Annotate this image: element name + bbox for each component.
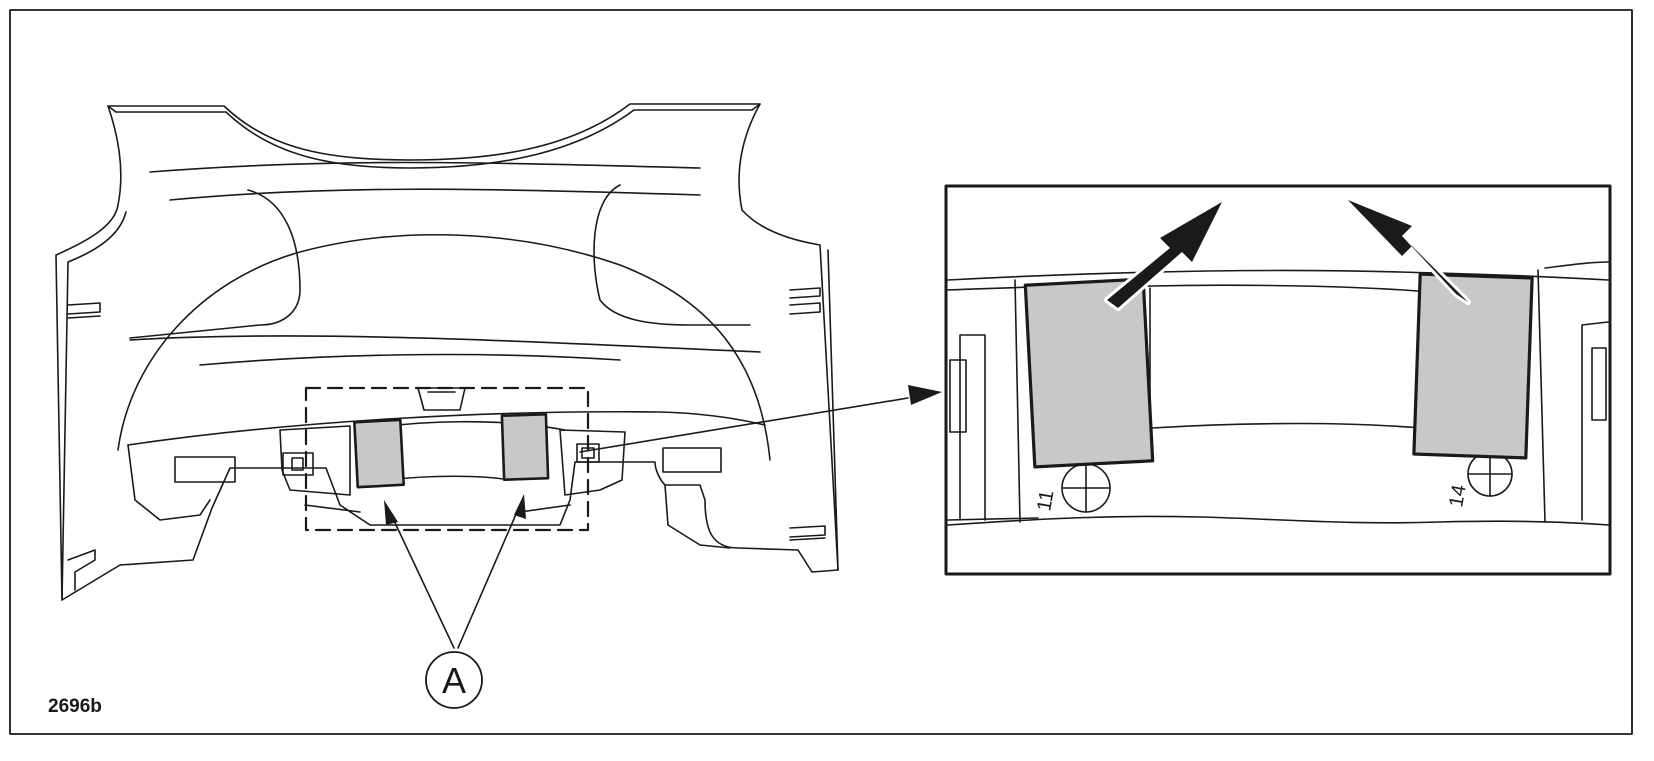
leader-arrowhead-right <box>514 494 526 519</box>
callout-label: A <box>442 660 466 701</box>
indicator-arrow-left <box>1104 199 1225 311</box>
detail-region-marker <box>304 386 590 532</box>
highlight-pad-right <box>500 412 550 482</box>
figure-reference: 2696b <box>48 696 102 717</box>
main-part-outline <box>55 103 839 601</box>
callout-circle <box>425 651 483 709</box>
detail-connector-line <box>579 397 909 453</box>
detail-part-label-left: 11 <box>1033 489 1058 513</box>
figure-frame <box>9 9 1633 735</box>
leader-arrowhead-left <box>384 500 398 525</box>
detail-part-label-right: 14 <box>1445 483 1471 509</box>
detail-highlight-pad-left <box>1023 277 1155 469</box>
callout-leaders <box>388 504 521 649</box>
detail-view-frame <box>944 184 1612 576</box>
highlight-pad-left <box>353 418 405 489</box>
detail-highlight-pad-right <box>1412 272 1534 460</box>
detail-connector-arrowhead <box>908 385 942 405</box>
indicator-arrow-right <box>1345 197 1471 305</box>
